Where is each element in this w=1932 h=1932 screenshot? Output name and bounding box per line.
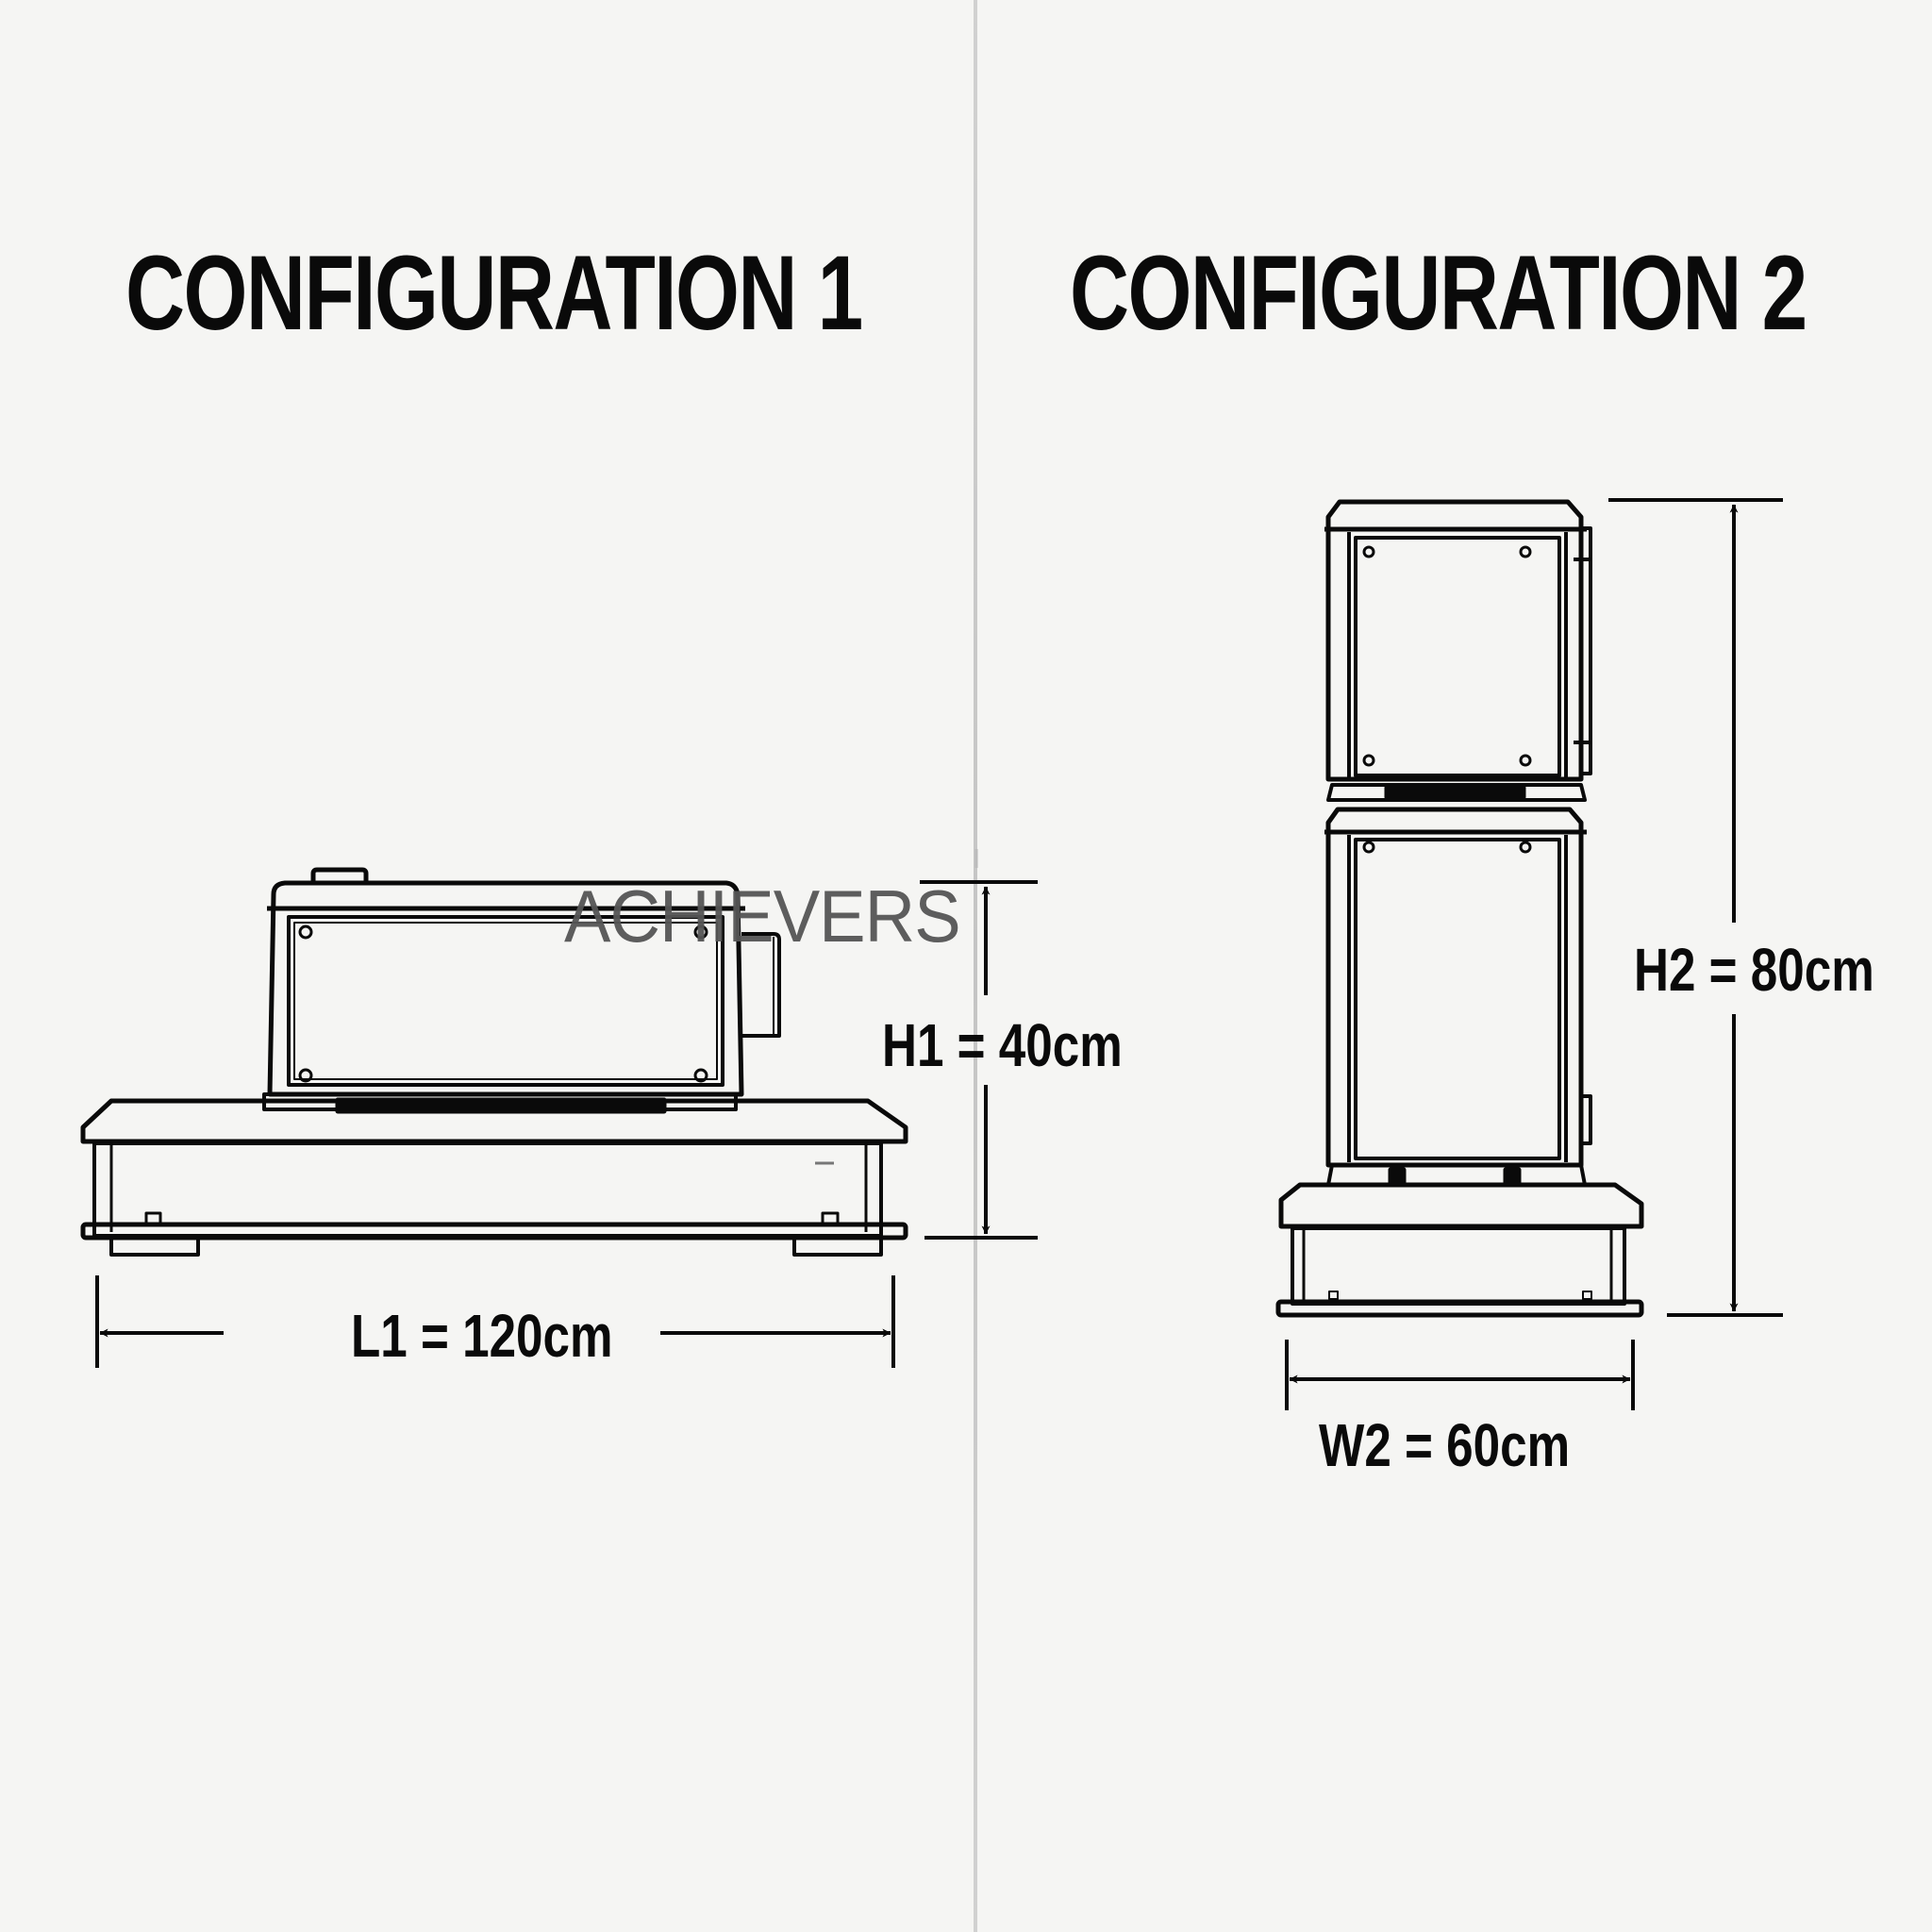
w2-dimension bbox=[1285, 1340, 1635, 1410]
config-1-machine bbox=[80, 867, 908, 1257]
h1-label: H1 = 40cm bbox=[882, 1011, 1123, 1079]
bolt-icon bbox=[298, 924, 708, 1083]
h1-dimension bbox=[920, 849, 1038, 1240]
bolt-icon bbox=[1362, 841, 1532, 854]
watermark-text: ACHIEVERS bbox=[564, 874, 961, 958]
bolt-icon bbox=[1362, 545, 1532, 767]
panel-divider bbox=[974, 0, 977, 1932]
h2-dimension bbox=[1608, 498, 1783, 1317]
config-2-title: CONFIGURATION 2 bbox=[1070, 234, 1807, 352]
l1-dimension bbox=[95, 1275, 895, 1368]
l1-label: L1 = 120cm bbox=[351, 1302, 613, 1370]
h2-label: H2 = 80cm bbox=[1634, 936, 1874, 1004]
config-2-machine bbox=[1275, 499, 1644, 1318]
w2-label: W2 = 60cm bbox=[1319, 1411, 1571, 1479]
config-1-title: CONFIGURATION 1 bbox=[125, 234, 863, 352]
